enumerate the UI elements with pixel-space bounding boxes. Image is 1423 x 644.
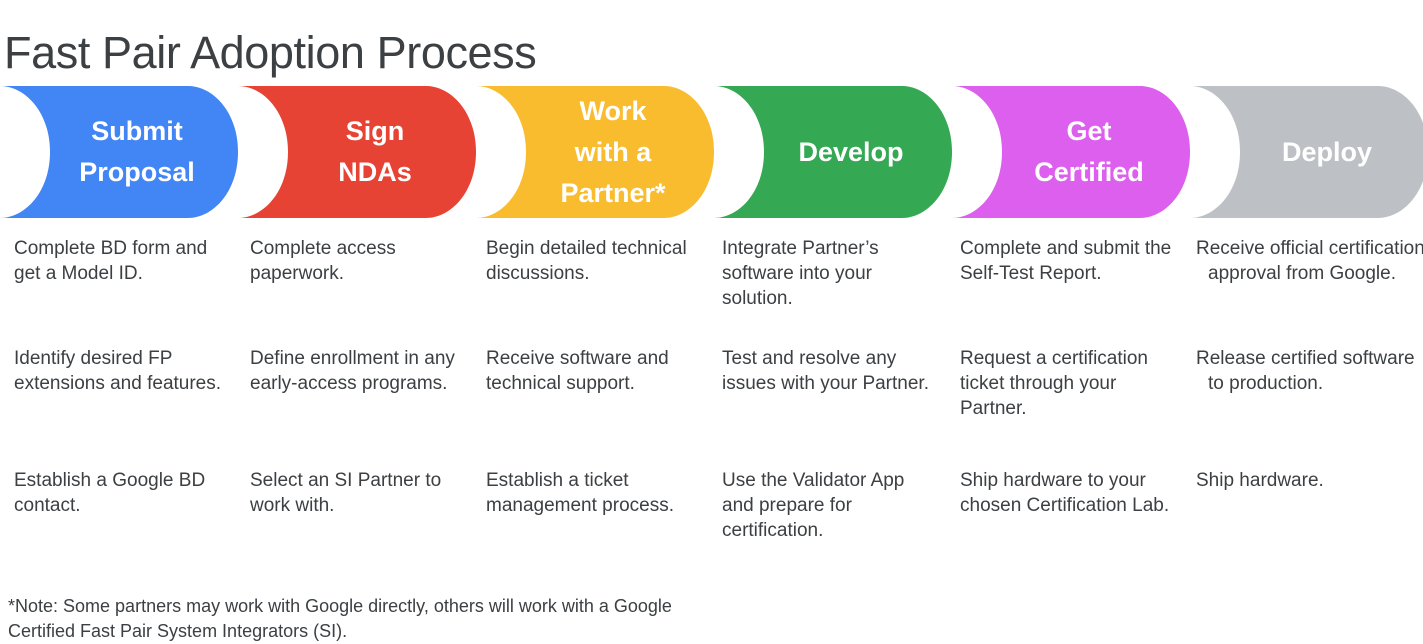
process-step-banner[interactable]: Get Certified — [952, 86, 1190, 218]
process-step-banner[interactable]: Develop — [714, 86, 952, 218]
process-step-banner[interactable]: Sign NDAs — [238, 86, 476, 218]
ribbon-shape-icon — [238, 86, 476, 218]
step-detail-item: Establish a ticket management process. — [486, 470, 674, 516]
step-detail-item: Ship hardware to your chosen Certificati… — [960, 470, 1170, 516]
ribbon-shape-icon — [476, 86, 714, 218]
ribbon-shape-icon — [952, 86, 1190, 218]
step-detail-item: Establish a Google BD contact. — [14, 470, 206, 516]
process-step-banner[interactable]: Deploy — [1190, 86, 1423, 218]
step-detail-item: Complete access paperwork. — [250, 238, 396, 284]
step-detail-item: Receive software and technical support. — [486, 348, 669, 394]
step-detail-item: Select an SI Partner to work with. — [250, 470, 442, 516]
ribbon-shape-icon — [1190, 86, 1423, 218]
step-detail-item: Test and resolve any issues with your Pa… — [722, 348, 929, 394]
footnote-note: *Note: Some partners may work with Googl… — [8, 596, 672, 641]
ribbon-shape-icon — [0, 86, 238, 218]
process-step-banner[interactable]: Work with a Partner* — [476, 86, 714, 218]
step-detail-item: Identify desired FP extensions and featu… — [14, 348, 222, 394]
step-detail-item: Receive official certification approval … — [1196, 238, 1423, 284]
step-detail-item: Define enrollment in any early-access pr… — [250, 348, 455, 394]
page-title: Fast Pair Adoption Process — [4, 27, 537, 79]
ribbon-shape-icon — [714, 86, 952, 218]
process-step-banner[interactable]: Submit Proposal — [0, 86, 238, 218]
step-detail-item: Release certified software to production… — [1196, 348, 1415, 394]
step-detail-item: Request a certification ticket through y… — [960, 348, 1148, 419]
step-detail-item: Complete BD form and get a Model ID. — [14, 238, 208, 284]
step-details-grid: Complete BD form and get a Model ID. Iden… — [0, 236, 1423, 556]
step-detail-item: Begin detailed technical discussions. — [486, 238, 687, 284]
step-detail-item: Use the Validator App and prepare for ce… — [722, 470, 905, 541]
step-detail-item: Ship hardware. — [1196, 470, 1324, 491]
step-detail-item: Integrate Partner’s software into your s… — [722, 238, 879, 309]
step-detail-item: Complete and submit the Self-Test Report… — [960, 238, 1172, 284]
